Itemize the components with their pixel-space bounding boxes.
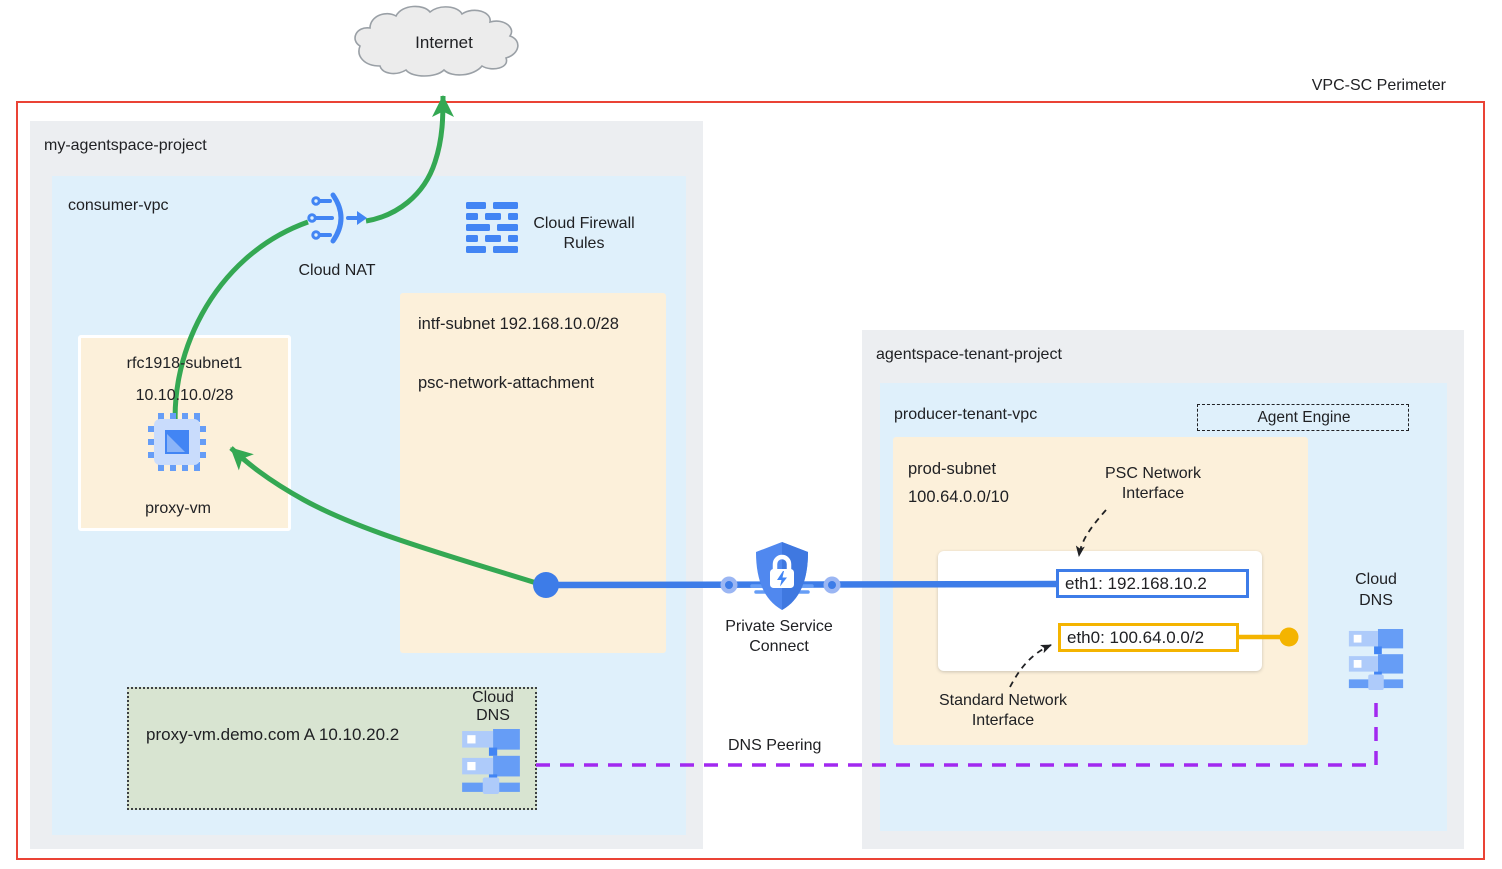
dns-record-text: proxy-vm.demo.com A 10.10.20.2 <box>146 725 400 744</box>
internet-cloud-icon <box>354 5 519 77</box>
proxy-vm-label: proxy-vm <box>145 500 211 517</box>
intf-subnet-box <box>400 293 666 653</box>
agent-engine-box: Agent Engine <box>1197 404 1409 431</box>
cloud-nat-label: Cloud NAT <box>298 262 376 279</box>
private-service-connect-icon <box>750 542 814 610</box>
proxy-vm-icon <box>148 413 206 471</box>
psc-interface-label: PSC Network Interface <box>1104 465 1202 503</box>
project-right-title: agentspace-tenant-project <box>876 346 1062 363</box>
dns-peering-label: DNS Peering <box>728 737 822 754</box>
internet-label: Internet <box>415 33 473 52</box>
prod-subnet-name: prod-subnet <box>908 460 997 478</box>
eth0-box: eth0: 100.64.0.0/2 <box>1058 623 1239 652</box>
psc-network-attachment-label: psc-network-attachment <box>418 374 595 392</box>
prod-subnet-cidr: 100.64.0.0/10 <box>908 488 1009 506</box>
eth1-box: eth1: 192.168.10.2 <box>1056 569 1249 598</box>
rfc1918-subnet-cidr: 10.10.10.0/28 <box>135 387 234 404</box>
private-service-connect-label: Private Service Connect <box>725 618 833 656</box>
project-left-title: my-agentspace-project <box>44 137 207 154</box>
std-interface-label: Standard Network Interface <box>938 692 1068 730</box>
dns-zone-title: Cloud DNS <box>472 689 514 725</box>
cloud-nat-icon <box>307 192 367 244</box>
cloud-firewall-icon <box>466 202 518 253</box>
vpc-sc-perimeter-box <box>16 101 1485 860</box>
producer-tenant-vpc-title: producer-tenant-vpc <box>894 406 1038 423</box>
consumer-vpc-title: consumer-vpc <box>68 197 169 214</box>
cloud-dns-right-title: Cloud DNS <box>1355 571 1397 609</box>
cloud-firewall-label: Cloud Firewall Rules <box>533 215 635 253</box>
cloud-dns-right-icon <box>1348 629 1404 691</box>
cloud-dns-left-icon <box>462 729 520 794</box>
vpc-sc-perimeter-label: VPC-SC Perimeter <box>1311 77 1446 94</box>
rfc1918-subnet-name: rfc1918-subnet1 <box>126 355 243 372</box>
intf-subnet-label: intf-subnet 192.168.10.0/28 <box>418 315 619 333</box>
agent-engine-label: Agent Engine <box>1257 409 1351 426</box>
